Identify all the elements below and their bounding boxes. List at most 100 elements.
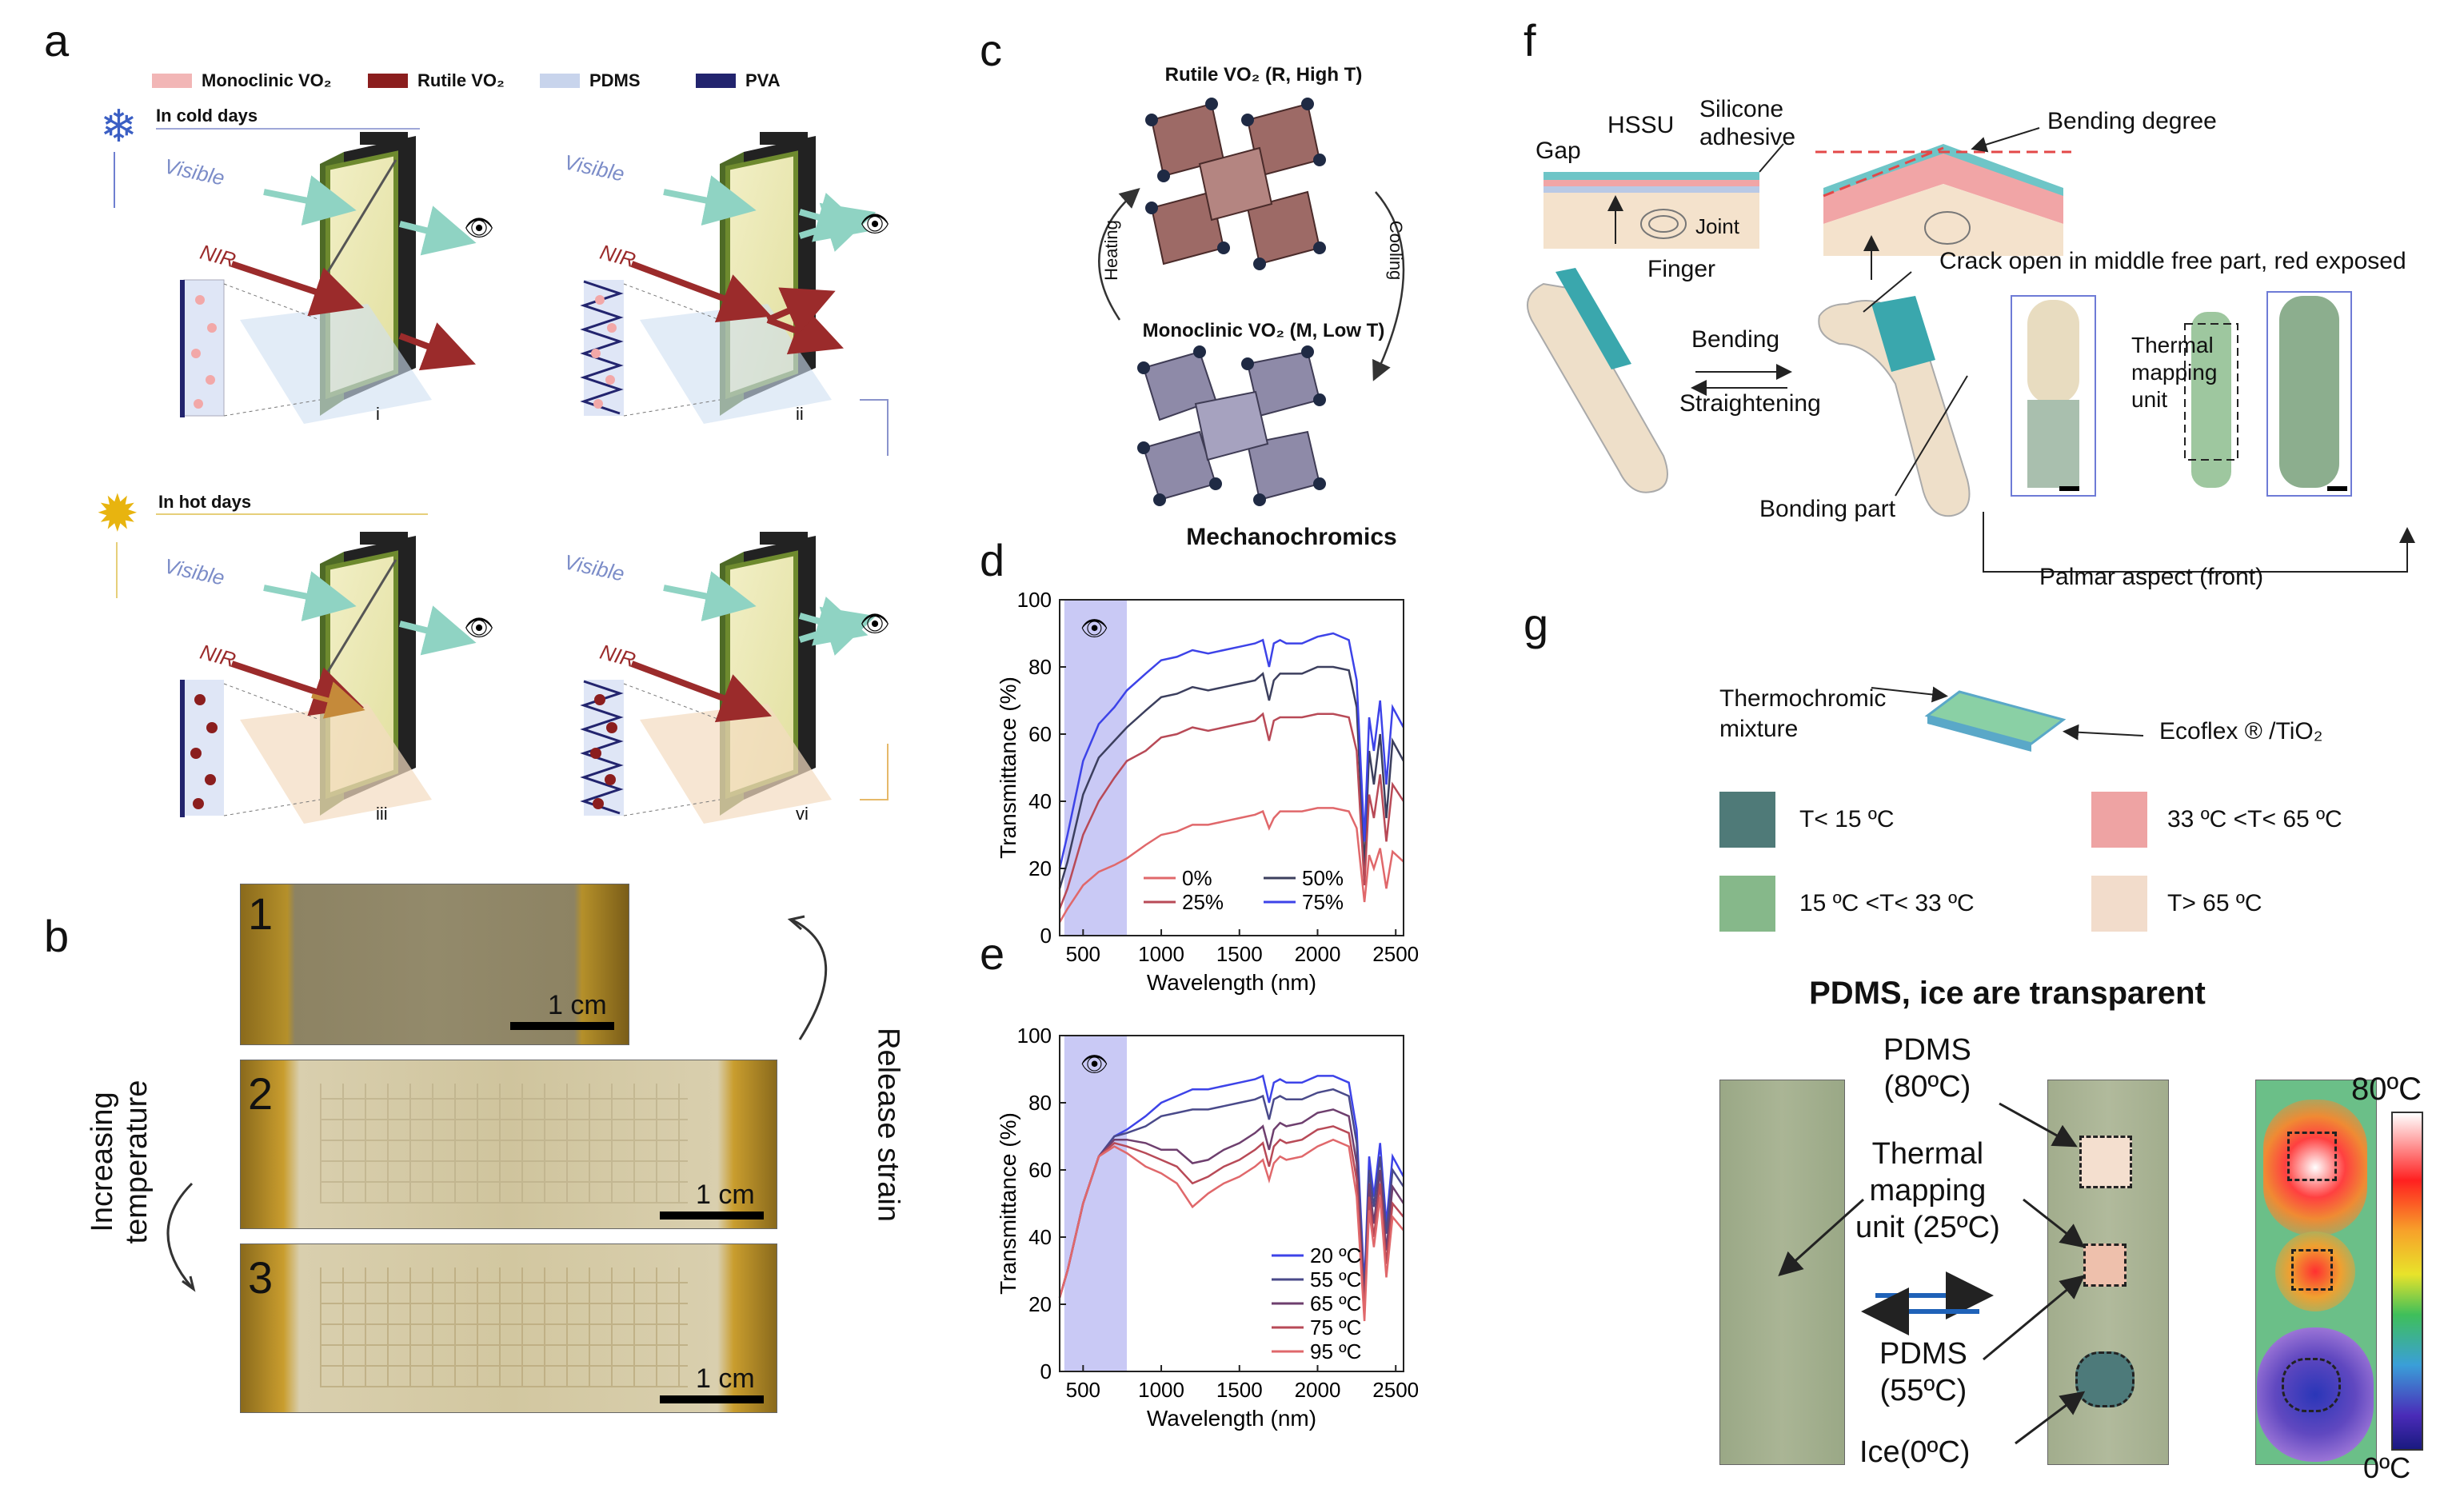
pdms-80-line-2: (80ºC)	[1883, 1070, 1971, 1104]
panel-label-e: e	[980, 928, 1005, 979]
rutile-label: Rutile VO₂ (R, High T)	[1164, 64, 1363, 86]
svg-text:👁: 👁	[464, 215, 494, 242]
finger-diagram	[1527, 127, 2415, 573]
panel-label-d: d	[980, 535, 1005, 585]
x-tick-label: 500	[1066, 1378, 1100, 1402]
sample-number-2: 2	[248, 1068, 274, 1119]
x-axis-label: Wavelength (nm)	[1147, 1406, 1316, 1431]
roman-vi: vi	[796, 804, 809, 824]
ecoflex-label: Ecoflex ® /TiO₂	[2159, 718, 2323, 744]
thermal-mapping-line-1: Thermal	[2131, 333, 2214, 357]
joint-label: Joint	[1695, 214, 1739, 238]
swatch-above-65	[2091, 876, 2147, 932]
series-line-0	[1058, 1074, 1405, 1298]
crystal-structure-diagram	[1098, 98, 1405, 506]
roman-i: i	[376, 404, 380, 424]
gap-label: Gap	[1536, 138, 1581, 164]
roman-iii: iii	[376, 804, 388, 824]
panel-b: 1 1 cm 2 1 cm 3 1 cm Increasing temperat…	[80, 872, 905, 1431]
eye-icon: 👁	[1080, 616, 1109, 641]
smart-window-diagrams: 👁 👁	[180, 132, 890, 824]
legend-swatch-pva	[696, 74, 736, 88]
palmar-label: Palmar aspect (front)	[2039, 564, 2264, 590]
hot-days-label: In hot days	[158, 492, 252, 512]
panel-g: Thermochromic mixture Ecoflex ® /TiO₂ T<…	[1567, 656, 2455, 1484]
visible-band	[1064, 600, 1128, 936]
pdms-55-spot	[2083, 1243, 2127, 1287]
x-tick-label: 2000	[1295, 942, 1341, 966]
svg-text:👁: 👁	[464, 615, 494, 641]
pdms-55-line-1: PDMS	[1879, 1337, 1967, 1371]
tmu-25-label: Thermal mapping unit (25ºC)	[1855, 1136, 2000, 1246]
bonding-part-label: Bonding part	[1759, 496, 1896, 522]
swatch-below-15	[1719, 792, 1775, 848]
swatch-label-15-33: 15 ºC <T< 33 ºC	[1799, 890, 1975, 916]
hot-side-line	[116, 542, 118, 598]
periodic-grid-3	[320, 1267, 688, 1387]
thermal-box-ice	[2282, 1358, 2341, 1412]
y-tick-label: 0	[1040, 1359, 1052, 1383]
panel-f: HSSU Gap Silicone adhesive Joint Finger …	[1520, 80, 2455, 608]
legend-label-3: 75%	[1302, 890, 1344, 914]
x-tick-label: 500	[1066, 942, 1100, 966]
sample-photo-1	[240, 884, 629, 1045]
legend-swatch-rutile	[368, 74, 408, 88]
pdms-55-label: PDMS (55ºC)	[1879, 1335, 1967, 1409]
bending-degree-label: Bending degree	[2047, 108, 2217, 134]
x-axis-label: Wavelength (nm)	[1147, 970, 1316, 995]
thermal-box-80	[2287, 1132, 2337, 1181]
series-line-4	[1058, 1138, 1404, 1322]
series-line-3	[1058, 1125, 1404, 1315]
tmu-line-1: Thermal	[1871, 1137, 1984, 1171]
hot-divider	[156, 513, 428, 515]
window-i: 👁	[180, 132, 494, 424]
colorbar-max-label: 80ºC	[2351, 1072, 2422, 1107]
x-tick-label: 1000	[1138, 942, 1184, 966]
series-line-2	[1058, 1108, 1405, 1308]
legend-label-monoclinic: Monoclinic VO₂	[202, 70, 332, 90]
scale-bar-2	[660, 1212, 764, 1220]
window-ii: 👁	[580, 132, 890, 456]
panel-label-f: f	[1524, 15, 1536, 66]
thermal-hotspot-55	[2275, 1232, 2355, 1311]
swatch-label-33-65: 33 ºC <T< 65 ºC	[2167, 806, 2342, 832]
legend-label-rutile: Rutile VO₂	[417, 70, 505, 90]
series-line-3	[1058, 632, 1405, 869]
scale-bar-3	[660, 1395, 764, 1403]
legend-label-0: 20 ºC	[1310, 1243, 1361, 1267]
scale-label-2: 1 cm	[696, 1180, 755, 1210]
x-tick-label: 1500	[1216, 1378, 1263, 1402]
straightening-label: Straightening	[1679, 390, 1821, 417]
mechanochromics-label: Mechanochromics	[1186, 524, 1397, 550]
panel-label-g: g	[1524, 599, 1549, 649]
scale-label-1: 1 cm	[548, 990, 607, 1020]
swatch-label-above-65: T> 65 ºC	[2167, 890, 2262, 916]
x-tick-label: 1000	[1138, 1378, 1184, 1402]
series-line-2	[1058, 712, 1405, 909]
y-axis-label: Transmittance (%)	[996, 1112, 1020, 1295]
g-arrows	[1778, 1102, 2086, 1445]
crack-label: Crack open in middle free part, red expo…	[1939, 248, 2406, 274]
swatch-15-33	[1719, 876, 1775, 932]
transparent-title: PDMS, ice are transparent	[1809, 976, 2206, 1011]
thermal-mapping-label: Thermal mapping unit	[2131, 332, 2217, 413]
heating-label: Heating	[1101, 220, 1121, 281]
silicone-label: Silicone	[1699, 96, 1784, 122]
legend-label-3: 75 ºC	[1310, 1315, 1361, 1339]
cold-side-line	[114, 152, 115, 208]
panel-a: Monoclinic VO₂ Rutile VO₂ PDMS PVA ❄ In …	[80, 56, 904, 840]
y-axis-label: Transmittance (%)	[996, 677, 1020, 859]
plot-frame	[1059, 599, 1404, 936]
y-tick-label: 80	[1028, 655, 1052, 679]
y-tick-label: 40	[1028, 789, 1052, 813]
legend-swatch-monoclinic	[152, 74, 192, 88]
colorbar-min-label: 0ºC	[2363, 1451, 2411, 1484]
x-tick-label: 2500	[1372, 1378, 1419, 1402]
swatch-33-65	[2091, 792, 2147, 848]
cold-divider	[156, 128, 420, 130]
legend-label-0: 0%	[1182, 866, 1212, 890]
layer-diagram	[1871, 686, 2144, 752]
roman-ii: ii	[796, 404, 804, 424]
thermochromic-label: Thermochromic mixture	[1719, 684, 1886, 744]
